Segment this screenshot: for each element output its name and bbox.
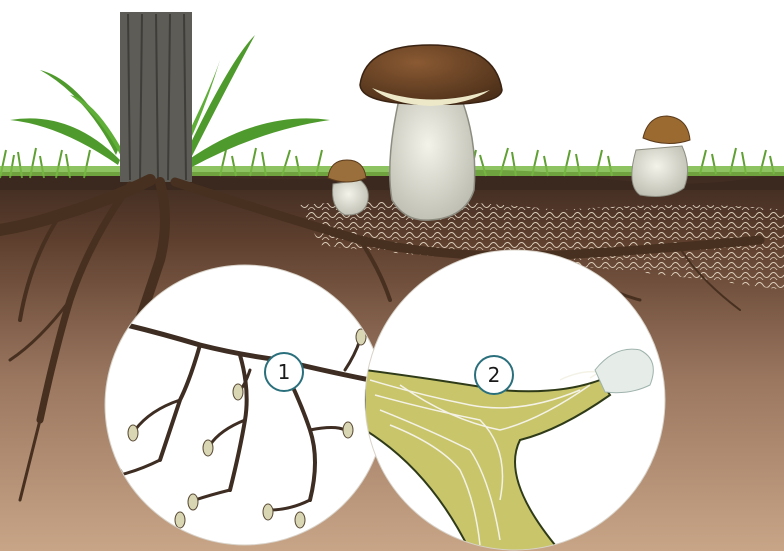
- callout-label-2: 2: [488, 363, 501, 387]
- tree-trunk: [120, 12, 192, 182]
- callout-badge-1: 1: [265, 353, 303, 391]
- magnified-mycorrhiza: [365, 250, 665, 551]
- magnified-rootlets: [105, 265, 385, 545]
- callout-label-1: 1: [278, 360, 291, 384]
- callout-badge-2: 2: [475, 356, 513, 394]
